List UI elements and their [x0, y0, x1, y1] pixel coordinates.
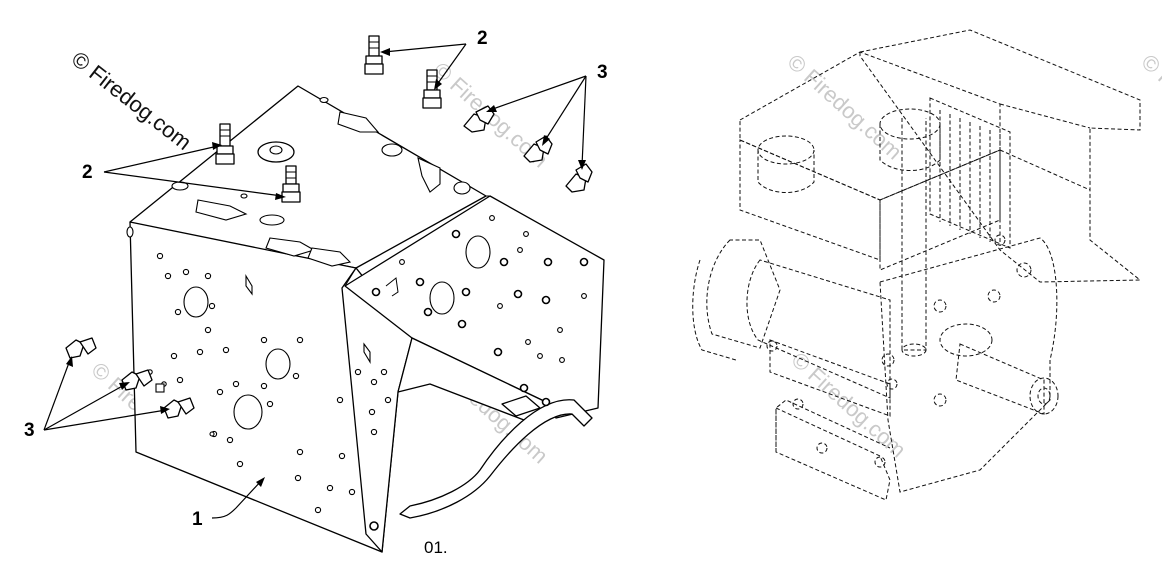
- cooling-fins: [929, 97, 1011, 249]
- bolt-parts: [65, 105, 593, 419]
- callout-1: 1: [192, 509, 203, 530]
- callout-3-left: 3: [24, 420, 35, 441]
- frame-assembly: [126, 85, 605, 553]
- callout-3-top: 3: [597, 62, 608, 83]
- bolt-left-3: [163, 397, 195, 419]
- callout-2-left: 2: [82, 162, 93, 183]
- watermark-text: © Firedog.com: [783, 49, 907, 164]
- callout-labels: 2 3 2 3 1 01.: [24, 28, 608, 557]
- callout-2-top: 2: [477, 28, 488, 49]
- frame-rod: [399, 399, 593, 519]
- bolt-top-3: [565, 163, 593, 193]
- bolt-left-2: [121, 369, 153, 391]
- engine-reference: [692, 29, 1142, 501]
- watermark-primary: © Firedog.com: [67, 46, 196, 155]
- stud-a: [364, 35, 384, 75]
- leader-lines: [43, 43, 587, 519]
- right-panel-holes: [371, 215, 589, 407]
- stud-c: [215, 123, 235, 165]
- bolt-left-1: [65, 337, 97, 359]
- figure-caption: 01.: [424, 538, 448, 557]
